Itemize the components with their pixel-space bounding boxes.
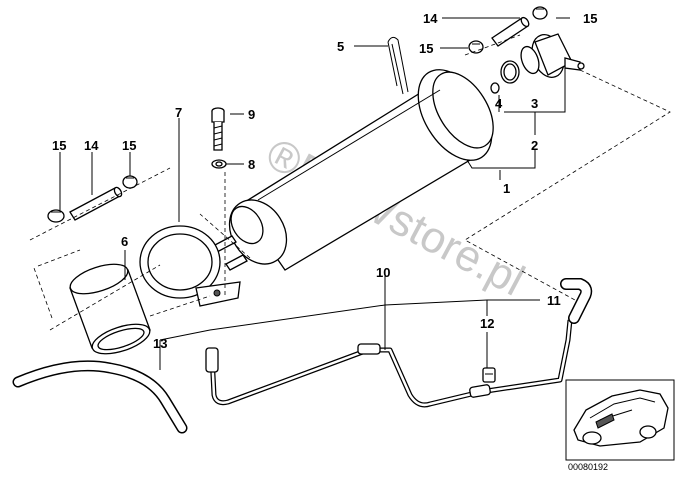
callout-15-top: 15 [419, 41, 433, 56]
callout-4: 4 [495, 96, 503, 111]
callout-2: 2 [531, 138, 538, 153]
spring-clip [387, 36, 409, 95]
callout-15-left-a: 15 [52, 138, 66, 153]
callout-15-top-right: 15 [583, 11, 597, 26]
fuel-filter[interactable] [212, 57, 507, 275]
pressure-regulator[interactable] [518, 30, 585, 82]
callout-11: 11 [547, 293, 561, 308]
leader-lines [59, 17, 570, 370]
hose-top[interactable] [491, 16, 530, 47]
bolt[interactable] [211, 107, 225, 151]
diagram-code: 00080192 [568, 462, 608, 472]
line-clip[interactable] [482, 367, 496, 383]
callout-7: 7 [175, 105, 182, 120]
hose-clamp-left-a [47, 209, 65, 223]
callout-3: 3 [531, 96, 538, 111]
callout-14-top: 14 [423, 11, 438, 26]
washer [211, 159, 227, 169]
callout-9: 9 [248, 107, 255, 122]
callout-10: 10 [376, 265, 390, 280]
o-ring-small [490, 82, 500, 94]
o-ring-large [500, 60, 520, 84]
hose-clamp-top [532, 6, 548, 20]
callout-12: 12 [480, 316, 494, 331]
fuel-line[interactable] [209, 319, 573, 408]
assembly-lines [29, 34, 671, 331]
rubber-ring[interactable] [67, 258, 153, 359]
callout-1: 1 [503, 181, 510, 196]
hose-clamp-mid [468, 40, 484, 54]
callout-6: 6 [121, 234, 128, 249]
hose-clamp-left-b [122, 175, 138, 189]
callout-8: 8 [248, 157, 255, 172]
callout-5: 5 [337, 39, 344, 54]
vehicle-inset: 00080192 [565, 379, 675, 472]
car-icon [573, 389, 669, 447]
hose-left[interactable] [69, 186, 123, 221]
callout-13: 13 [153, 336, 167, 351]
callout-14-left: 14 [84, 138, 99, 153]
callout-15-left-b: 15 [122, 138, 136, 153]
